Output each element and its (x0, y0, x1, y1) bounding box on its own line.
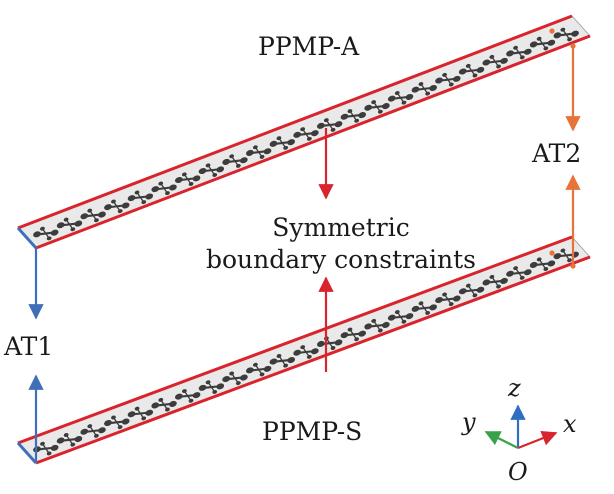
axis-z-label: z (507, 374, 521, 402)
label-at2: AT2 (531, 139, 581, 168)
panel-bottom (16, 235, 591, 465)
axis-x-label: x (563, 410, 577, 438)
axis-y-label: y (461, 408, 476, 436)
label-ppmp-s: PPMP-S (262, 417, 362, 446)
panel-bottom-near-edge (35, 255, 591, 465)
axis-origin-label: O (508, 458, 528, 486)
panel-top-near-edge (35, 34, 591, 250)
panel-bottom-marker-1 (549, 250, 555, 256)
label-symmetric-line1: Symmetric (272, 213, 409, 242)
label-symmetric-line2: boundary constraints (206, 245, 476, 274)
axis-y-arrow (484, 431, 519, 449)
axis-x-arrow (517, 430, 558, 450)
label-ppmp-a: PPMP-A (258, 32, 360, 61)
panel-bottom-far-edge (17, 235, 573, 445)
label-at1: AT1 (3, 332, 53, 361)
panel-top (16, 14, 591, 250)
panel-top-marker-1 (549, 28, 555, 34)
coordinate-axes: z x y O (461, 374, 577, 486)
panel-top-left-end (16, 226, 38, 250)
panel-bottom-left-end (16, 441, 38, 465)
panel-top-far-edge (17, 14, 573, 230)
